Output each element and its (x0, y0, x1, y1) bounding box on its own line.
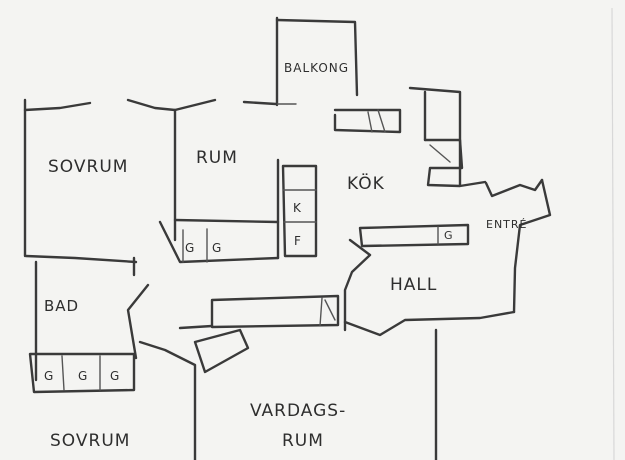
room-walls (158, 100, 280, 264)
room-label-living-line1: VARDAGS- (250, 401, 346, 421)
room-label-bath: BAD (44, 297, 79, 315)
room-label-hall: HALL (390, 275, 437, 295)
room-label-bedroom-bottom: SOVRUM (50, 431, 130, 451)
room-label-kitchen: KÖK (347, 172, 385, 194)
fridge-freezer-cabinet (281, 164, 318, 258)
wardrobe-label-bath-1: G (44, 369, 54, 383)
room-label-living-line2: RUM (282, 431, 324, 451)
bedroom-top-walls (23, 98, 217, 277)
wardrobe-label-room-2: G (212, 241, 222, 255)
kitchen-walls (333, 86, 544, 198)
wardrobe-label-room-1: G (185, 241, 195, 255)
wardrobe-label-hall: G (444, 229, 454, 242)
room-label-room: RUM (196, 148, 238, 168)
fixture-label-fridge: K (293, 201, 302, 215)
room-label-entrance: ENTRÉ (486, 218, 528, 231)
fixture-label-freezer: F (294, 234, 302, 248)
corridor-walls (178, 294, 340, 330)
room-label-balcony: BALKONG (284, 61, 349, 75)
paper-edge (611, 7, 615, 460)
living-room-walls (138, 328, 438, 460)
room-label-bedroom-top: SOVRUM (48, 157, 128, 177)
wardrobe-label-bath-3: G (110, 369, 120, 383)
bath-walls (28, 260, 150, 394)
wardrobe-label-bath-2: G (78, 369, 88, 383)
entrance-hall-walls (343, 178, 552, 337)
